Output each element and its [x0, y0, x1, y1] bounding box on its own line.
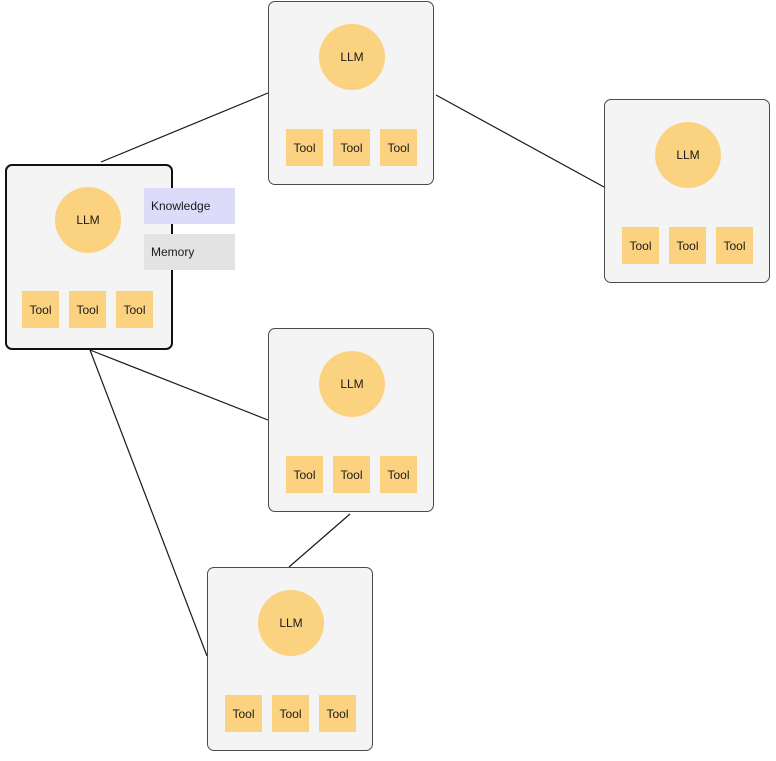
agent-node-top[interactable]: LLM Tool Tool Tool [268, 1, 434, 185]
tool-box[interactable]: Tool [669, 227, 706, 264]
tool-box[interactable]: Tool [716, 227, 753, 264]
agent-node-bottom[interactable]: LLM Tool Tool Tool [207, 567, 373, 751]
llm-circle[interactable]: LLM [258, 590, 324, 656]
edge-left-middle [89, 349, 269, 421]
memory-panel[interactable]: Memory [144, 234, 235, 270]
tool-group: Tool Tool Tool [622, 227, 753, 264]
knowledge-panel[interactable]: Knowledge [144, 188, 235, 224]
tool-box[interactable]: Tool [225, 695, 262, 732]
llm-circle[interactable]: LLM [319, 24, 385, 90]
edge-top-right [435, 94, 605, 188]
tool-box[interactable]: Tool [622, 227, 659, 264]
llm-circle[interactable]: LLM [655, 122, 721, 188]
tool-group: Tool Tool Tool [225, 695, 356, 732]
agent-node-left[interactable]: LLM Tool Tool Tool [5, 164, 173, 350]
tool-box[interactable]: Tool [286, 129, 323, 166]
tool-box[interactable]: Tool [333, 456, 370, 493]
llm-circle[interactable]: LLM [319, 351, 385, 417]
tool-box[interactable]: Tool [69, 291, 106, 328]
tool-group: Tool Tool Tool [286, 129, 417, 166]
agent-node-right[interactable]: LLM Tool Tool Tool [604, 99, 770, 283]
tool-box[interactable]: Tool [333, 129, 370, 166]
tool-group: Tool Tool Tool [22, 291, 153, 328]
tool-box[interactable]: Tool [380, 129, 417, 166]
agent-node-middle[interactable]: LLM Tool Tool Tool [268, 328, 434, 512]
tool-box[interactable]: Tool [22, 291, 59, 328]
tool-box[interactable]: Tool [380, 456, 417, 493]
edge-middle-bottom [288, 513, 351, 568]
tool-box[interactable]: Tool [272, 695, 309, 732]
tool-box[interactable]: Tool [286, 456, 323, 493]
edge-left-top [100, 92, 269, 163]
tool-box[interactable]: Tool [116, 291, 153, 328]
tool-group: Tool Tool Tool [286, 456, 417, 493]
llm-circle[interactable]: LLM [55, 187, 121, 253]
edge-left-bottom [89, 349, 208, 657]
tool-box[interactable]: Tool [319, 695, 356, 732]
